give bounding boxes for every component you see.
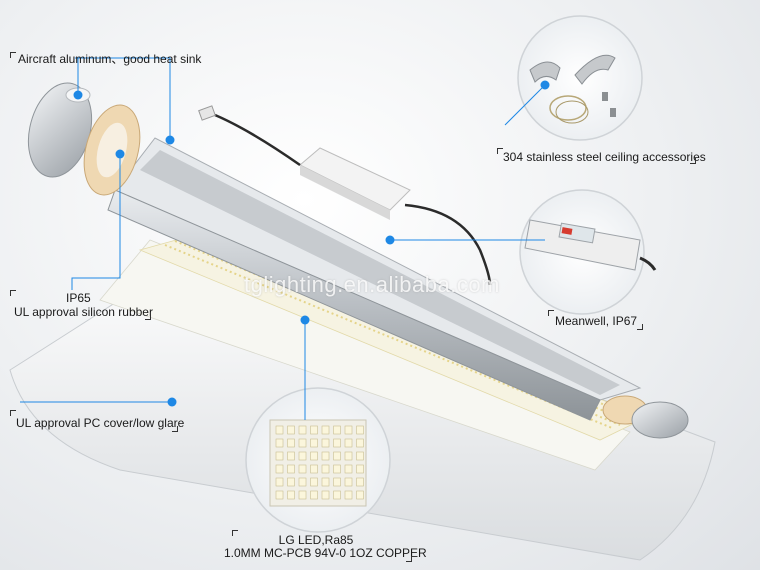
driver-logo [561, 227, 573, 235]
led-chip [310, 464, 318, 474]
bracket-ip65-br [145, 314, 151, 320]
callout-lines [20, 57, 546, 420]
led-chip [298, 438, 307, 448]
bracket-accessories-br [690, 158, 696, 164]
driver-sticker [558, 222, 596, 244]
wire-loop [549, 95, 587, 121]
led-chip [356, 464, 364, 474]
led-chip [356, 477, 364, 487]
label-heat-sink: Aircraft aluminum、good heat sink [18, 52, 202, 66]
led-chip [333, 464, 341, 474]
label-pc-cover: UL approval PC cover/low glare [16, 416, 185, 430]
heat-sink-channel [140, 150, 620, 395]
led-chip [333, 425, 341, 435]
driver-closeup [524, 219, 641, 271]
heat-sink-body [107, 189, 601, 421]
led-chip [287, 451, 295, 461]
label-led-line2: 1.0MM MC-PCB 94V-0 1OZ COPPER [224, 546, 427, 560]
bracket-heat-sink-tl [10, 52, 16, 58]
led-chip [310, 477, 318, 487]
led-chip [344, 438, 353, 448]
bracket-driver-tl [548, 310, 554, 316]
led-chip [321, 464, 330, 474]
led-chip [275, 438, 284, 448]
led-chip [321, 438, 330, 448]
led-chip [287, 477, 295, 487]
led-chip [275, 490, 284, 500]
led-chip [298, 451, 307, 461]
driver-box-side [300, 165, 390, 220]
led-chip [298, 490, 307, 500]
led-chip [333, 477, 341, 487]
led-chip [298, 425, 307, 435]
label-ceiling-accessories: 304 stainless steel ceiling accessories [503, 150, 706, 164]
clip-1 [602, 92, 608, 101]
led-chip [310, 425, 318, 435]
led-chip [275, 425, 284, 435]
led-chip [356, 438, 364, 448]
led-chip [356, 425, 364, 435]
led-chip [356, 451, 364, 461]
power-cable [214, 113, 301, 167]
led-chip [298, 477, 307, 487]
led-chip [321, 425, 330, 435]
led-chip [310, 451, 318, 461]
bracket-shape-2 [574, 54, 616, 85]
label-driver: Meanwell, IP67 [555, 314, 638, 328]
led-chip [344, 477, 353, 487]
led-chip [287, 490, 295, 500]
watermark-text: tglighting.en.alibaba.com [244, 272, 500, 297]
silicon-rubber-shape [99, 239, 631, 471]
led-chip [321, 490, 330, 500]
led-chip [321, 451, 330, 461]
bracket-pc-cover-br [172, 426, 178, 432]
led-chip [344, 451, 353, 461]
led-chip [333, 451, 341, 461]
led-chip [333, 438, 341, 448]
driver-cable-end [639, 256, 657, 271]
label-ip65: IP65 [66, 291, 91, 305]
led-chip [321, 477, 330, 487]
led-chip [287, 438, 295, 448]
bracket-shape-1 [529, 61, 561, 83]
led-chip [287, 464, 295, 474]
bracket-driver-br [637, 324, 643, 330]
label-led-line1: LG LED,Ra85 [278, 533, 354, 547]
led-chip [344, 425, 353, 435]
bracket-pc-cover-tl [10, 410, 16, 416]
led-chip [310, 490, 318, 500]
led-chip [333, 490, 341, 500]
led-chip [298, 464, 307, 474]
led-chip [356, 490, 364, 500]
end-cap-right [631, 401, 689, 439]
led-chip-grid [275, 425, 364, 500]
bracket-led-tl [232, 530, 238, 536]
led-chip [310, 438, 318, 448]
label-silicon-rubber: UL approval silicon rubber [14, 305, 153, 319]
bracket-led-br [406, 556, 412, 562]
power-cable-2 [404, 203, 492, 286]
led-chip [344, 490, 353, 500]
wire-loop-2 [555, 100, 589, 124]
callout-dots [73, 80, 550, 407]
led-chip [275, 477, 284, 487]
led-chip [275, 464, 284, 474]
led-chip [275, 451, 284, 461]
led-chip [344, 464, 353, 474]
led-chip [287, 425, 295, 435]
clip-2 [610, 108, 616, 117]
bracket-ip65-tl [10, 290, 16, 296]
cable-plug [198, 105, 216, 121]
bracket-accessories-tl [497, 148, 503, 154]
